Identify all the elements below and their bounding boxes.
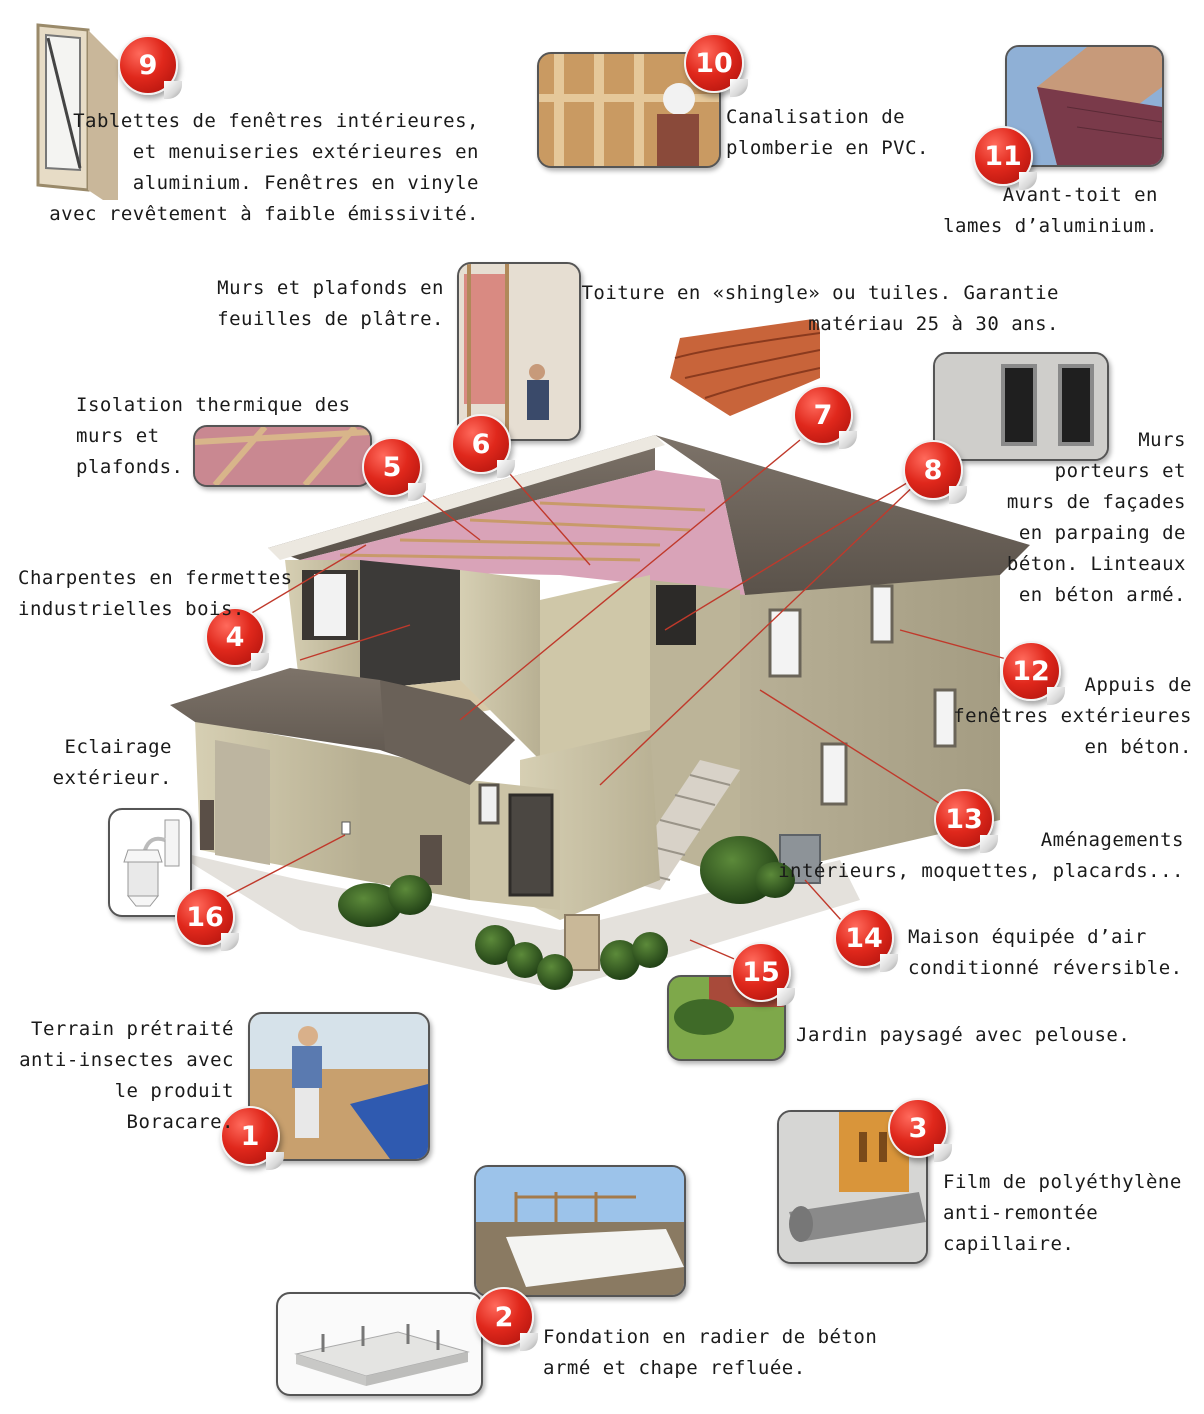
badge-2: 2 (474, 1287, 534, 1347)
garage-side-wall (360, 750, 470, 900)
garage-roof-front (380, 680, 515, 785)
callout-10-text: Canalisation de plomberie en PVC. (726, 106, 929, 159)
badge-12: 12 (1001, 641, 1061, 701)
callout-13-text: Aménagements intérieurs, moquettes, plac… (778, 829, 1184, 882)
wall-lamp-photo (108, 808, 192, 917)
plumbing-photo (537, 52, 721, 168)
badge-14: 14 (834, 908, 894, 968)
slab-diagram-photo (276, 1292, 483, 1396)
callout-16-text: Eclairage extérieur. (52, 736, 172, 789)
boracare-spray-photo (248, 1012, 430, 1161)
callout-14-text: Maison équipée d’air conditionné réversi… (908, 926, 1183, 979)
badge-6: 6 (451, 414, 511, 474)
shrub (388, 875, 432, 915)
callout-1-text: Terrain prétraité anti-insectes avec le … (19, 1018, 234, 1133)
callout-15-text: Jardin paysagé avec pelouse. (796, 1024, 1131, 1046)
shrub (632, 932, 668, 968)
badge-9: 9 (118, 35, 178, 95)
badge-8: 8 (903, 440, 963, 500)
garage-door (215, 740, 270, 865)
badge-7: 7 (793, 385, 853, 445)
shrub (755, 862, 795, 898)
right-window-3 (933, 688, 957, 748)
entrance-window (478, 783, 500, 825)
shrub (338, 883, 402, 927)
right-window-2 (870, 584, 894, 644)
callout-5-text: Isolation thermique des murs et plafonds… (76, 394, 351, 478)
stone-pillar (564, 914, 600, 971)
window-frame-photo (28, 20, 120, 200)
interior-partition (540, 575, 650, 780)
drywall-photo (457, 262, 581, 441)
shrub (600, 940, 640, 980)
badge-15: 15 (731, 942, 791, 1002)
interior-wall (460, 570, 540, 760)
insulation-photo (193, 425, 372, 487)
roof-fascia (268, 435, 665, 560)
shrub (537, 954, 573, 990)
callout-12-text: Appuis de fenêtres extérieures en béton. (953, 674, 1192, 758)
upper-left-window (310, 570, 350, 640)
callout-11-text: Avant-toit en lames d’aluminium. (943, 184, 1158, 237)
badge-4: 4 (205, 607, 265, 667)
roof-tile-photo (670, 318, 820, 416)
badge-13: 13 (934, 789, 994, 849)
attic-insulation (300, 470, 745, 595)
callout-2-text: Fondation en radier de béton armé et cha… (543, 1326, 878, 1379)
callout-6-text: Murs et plafonds en feuilles de plâtre. (217, 277, 444, 330)
right-window-4 (820, 742, 848, 806)
right-window-1 (768, 608, 802, 678)
badge-3: 3 (888, 1098, 948, 1158)
callout-4-text: Charpentes en fermettes industrielles bo… (18, 567, 293, 620)
front-door (508, 793, 554, 897)
callout-8-text: Murs porteurs et murs de façades en parp… (1006, 429, 1186, 606)
badge-11: 11 (973, 126, 1033, 186)
callout-7-text: Toiture en «shingle» ou tuiles. Garantie… (581, 282, 1059, 335)
concrete-slab-photo (474, 1165, 686, 1297)
badge-10: 10 (684, 33, 744, 93)
badge-5: 5 (362, 437, 422, 497)
main-roof-right (655, 435, 1030, 595)
concrete-block-wall-photo (933, 352, 1109, 461)
shrub (475, 925, 515, 965)
callout-3-text: Film de polyéthylène anti-remontée capil… (943, 1171, 1182, 1255)
callout-9-text: Tablettes de fenêtres intérieures, et me… (49, 110, 479, 225)
eave-photo (1005, 45, 1164, 167)
badge-16: 16 (175, 887, 235, 947)
shrub (507, 942, 543, 978)
badge-1: 1 (220, 1106, 280, 1166)
